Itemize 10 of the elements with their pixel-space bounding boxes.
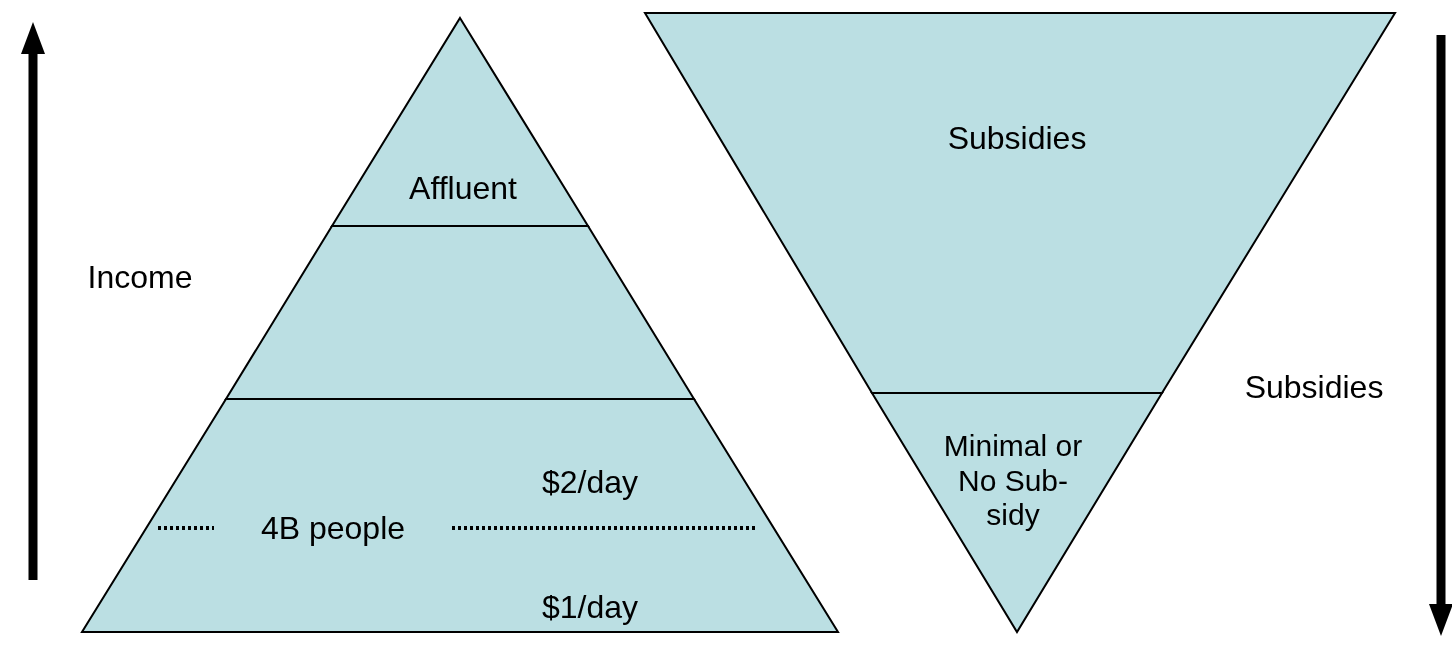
- pyramid-top-band: [332, 18, 588, 226]
- population-label: 4B people: [260, 509, 406, 547]
- band-label: Subsidies: [947, 119, 1087, 157]
- inverted-pyramid-tip-band: [872, 393, 1162, 632]
- axis-label: Income: [87, 258, 193, 296]
- band-label: Affluent: [409, 169, 517, 207]
- income-level-label: $1/day: [541, 588, 639, 626]
- band-label: Minimal or No Sub- sidy: [942, 429, 1084, 533]
- income-level-label: $2/day: [541, 463, 639, 501]
- axis-label: Subsidies: [1244, 368, 1384, 406]
